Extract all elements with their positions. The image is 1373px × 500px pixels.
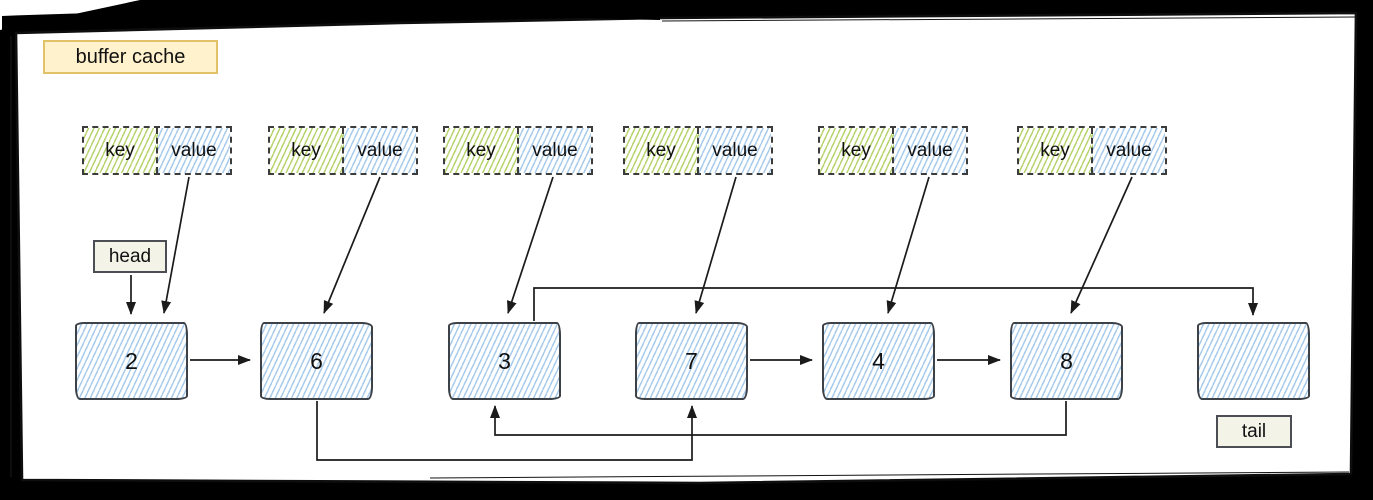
edge-node6-to-node3-bottom [490,401,1067,436]
tail-tag-text: tail [1241,420,1267,442]
node-3: 3 [448,322,561,400]
edge-kv3-to-node3 [507,176,554,314]
node-1: 2 [75,322,188,400]
node-6-value: 8 [1060,347,1073,374]
edge-kv1-to-node1 [161,176,190,314]
edge-node2-to-node4-bottom [316,401,697,461]
head-tag-text: head [108,245,152,267]
edge-kv5-to-node5 [886,176,930,314]
kv-6-key-cell: key [1019,128,1093,173]
node-6: 8 [1010,322,1123,400]
kv-box-6: key value [1017,126,1167,175]
node-1-value: 2 [125,347,138,374]
kv-2-key-cell: key [270,128,344,173]
kv-1-key-cell: key [84,128,158,173]
kv-box-4: key value [623,126,773,175]
tail-tag: tail [1216,415,1292,448]
kv-3-value-cell: value [519,128,591,173]
kv-2-value-cell: value [344,128,416,173]
kv-box-2: key value [268,126,418,175]
node-2: 6 [260,322,373,400]
edge-kv4-to-node4 [694,176,737,314]
kv-4-key-cell: key [625,128,699,173]
node-7-empty [1197,322,1310,400]
kv-1-value-cell: value [158,128,230,173]
buffer-cache-label: buffer cache [43,40,218,74]
node-5: 4 [822,322,935,400]
buffer-cache-label-text: buffer cache [75,45,186,68]
kv-5-value-cell: value [894,128,966,173]
edge-node3-to-node7-top [533,287,1258,321]
kv-box-1: key value [82,126,232,175]
node-5-value: 4 [872,347,885,374]
node-2-value: 6 [310,347,323,374]
kv-box-5: key value [818,126,968,175]
kv-4-value-cell: value [699,128,771,173]
kv-6-value-cell: value [1093,128,1165,173]
edge-kv6-to-node6 [1070,176,1133,314]
node-4-value: 7 [685,347,698,374]
kv-5-key-cell: key [820,128,894,173]
node-3-value: 3 [498,347,511,374]
edge-kv2-to-node2 [323,176,381,314]
head-tag: head [93,240,167,273]
kv-box-3: key value [443,126,593,175]
node-4: 7 [635,322,748,400]
kv-3-key-cell: key [445,128,519,173]
